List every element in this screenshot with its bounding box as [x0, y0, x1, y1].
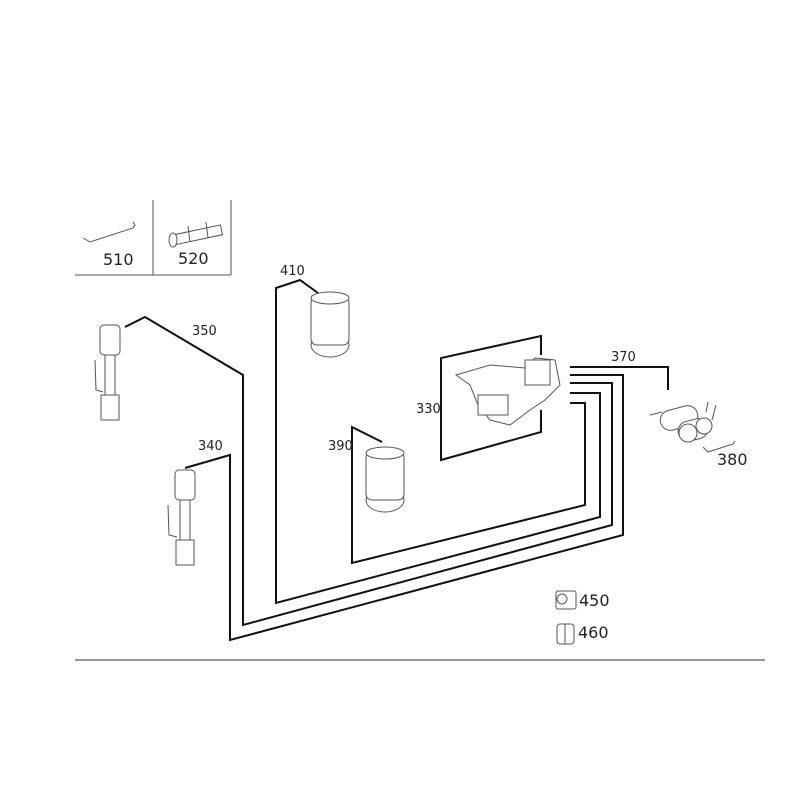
part-410-air-spring-icon[interactable] — [310, 291, 350, 358]
callout-340: 340 — [198, 439, 223, 454]
leader-390 — [351, 402, 586, 565]
leader-lines — [124, 278, 669, 642]
part-370-pressure-reservoir-icon[interactable] — [649, 401, 717, 444]
callout-510: 510 — [103, 250, 134, 269]
part-340-front-strut-icon[interactable] — [167, 469, 196, 566]
callout-390: 390 — [328, 439, 353, 454]
callout-370: 370 — [611, 350, 636, 365]
part-330-compressor-icon[interactable] — [454, 357, 561, 426]
part-510-pin-icon[interactable] — [82, 221, 136, 243]
part-380-pin-icon[interactable] — [702, 440, 736, 453]
part-520-connector-icon[interactable] — [168, 221, 224, 248]
frame-330 — [440, 334, 542, 462]
part-460-sleeve-icon[interactable] — [556, 623, 575, 645]
callout-520: 520 — [178, 249, 209, 268]
accessory-table: 510 520 — [75, 200, 232, 276]
leader-340 — [184, 374, 624, 642]
callout-350: 350 — [192, 324, 217, 339]
leader-410 — [275, 278, 601, 605]
callout-450: 450 — [579, 591, 610, 610]
callout-330: 330 — [416, 402, 441, 417]
leader-350 — [124, 315, 613, 627]
part-350-front-strut-icon[interactable] — [94, 324, 121, 421]
callout-460: 460 — [578, 623, 609, 642]
callout-380: 380 — [717, 450, 748, 469]
callout-410: 410 — [280, 264, 305, 279]
part-390-air-spring-icon[interactable] — [365, 446, 405, 513]
part-450-clip-icon[interactable] — [555, 590, 577, 610]
leader-370 — [570, 366, 669, 390]
